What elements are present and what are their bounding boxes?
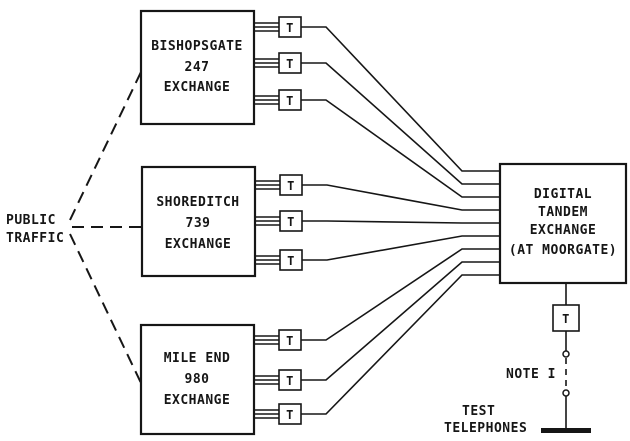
test-contact-lower [562, 389, 570, 397]
public-traffic-links [69, 71, 142, 384]
exchange-name: MILE END [164, 351, 231, 366]
exchange-mile-end: MILE END 980 EXCHANGE [139, 323, 256, 436]
exchange-bishopsgate: BISHOPSGATE 247 EXCHANGE [139, 9, 256, 126]
exchange-word: EXCHANGE [165, 237, 232, 252]
trunk-lines [301, 26, 500, 415]
exchange-name: BISHOPSGATE [151, 39, 243, 54]
exchange-number: 247 [185, 60, 210, 75]
test-terminal-label: T [562, 312, 570, 326]
trunk-line [301, 26, 500, 172]
trunk-line [302, 235, 500, 261]
terminal-label: T [287, 254, 295, 268]
exchange-shoreditch: SHOREDITCH 739 EXCHANGE [140, 165, 257, 278]
exchange-number: 980 [185, 372, 210, 387]
trunk-line [302, 184, 500, 211]
trunk-line [301, 99, 500, 198]
public-traffic-link-bishopsgate [69, 71, 142, 221]
tandem-line-4: (AT MOORGATE) [509, 243, 617, 258]
digital-tandem-exchange: DIGITAL TANDEM EXCHANGE (AT MOORGATE) [498, 162, 628, 285]
terminal-label: T [286, 374, 294, 388]
terminal-label: T [286, 334, 294, 348]
terminal-unit: T [254, 89, 302, 111]
terminal-unit: T [255, 249, 303, 271]
terminal-units: T T T T T T T T T [254, 16, 303, 425]
public-traffic-line-1: PUBLIC [6, 213, 56, 228]
terminal-label: T [286, 57, 294, 71]
terminal-unit: T [254, 52, 302, 74]
tandem-line-2: TANDEM [538, 205, 588, 220]
test-telephones-line-1: TEST [462, 404, 495, 419]
terminal-label: T [287, 179, 295, 193]
terminal-label: T [287, 215, 295, 229]
public-traffic-link-mile-end [69, 233, 142, 384]
tandem-line-3: EXCHANGE [530, 223, 597, 238]
terminal-label: T [286, 408, 294, 422]
public-traffic-line-2: TRAFFIC [6, 231, 64, 246]
terminal-unit: T [255, 174, 303, 196]
terminal-label: T [286, 21, 294, 35]
exchange-number: 739 [186, 216, 211, 231]
test-circuit: T NOTE I TEST TELEPHONES [444, 283, 591, 436]
trunk-line [301, 261, 500, 381]
terminal-unit: T [254, 329, 302, 351]
exchange-name: SHOREDITCH [156, 195, 239, 210]
exchange-word: EXCHANGE [164, 80, 231, 95]
trunk-line [302, 220, 500, 224]
trunk-line [301, 248, 500, 341]
public-traffic-label: PUBLIC TRAFFIC [6, 213, 64, 246]
exchange-box [140, 165, 257, 278]
terminal-unit: T [254, 16, 302, 38]
tandem-box [498, 162, 628, 285]
trunk-line [301, 274, 500, 415]
test-telephones-line-2: TELEPHONES [444, 421, 527, 436]
exchange-box [139, 323, 256, 436]
test-contact-upper [562, 350, 570, 358]
terminal-label: T [286, 94, 294, 108]
terminal-unit: T [254, 403, 302, 425]
trunk-line [301, 62, 500, 185]
tandem-line-1: DIGITAL [534, 187, 592, 202]
note-label: NOTE I [506, 367, 556, 382]
terminal-unit: T [254, 369, 302, 391]
exchange-box [139, 9, 256, 126]
test-telephone-base [541, 428, 591, 433]
terminal-unit: T [255, 210, 303, 232]
exchange-word: EXCHANGE [164, 393, 231, 408]
